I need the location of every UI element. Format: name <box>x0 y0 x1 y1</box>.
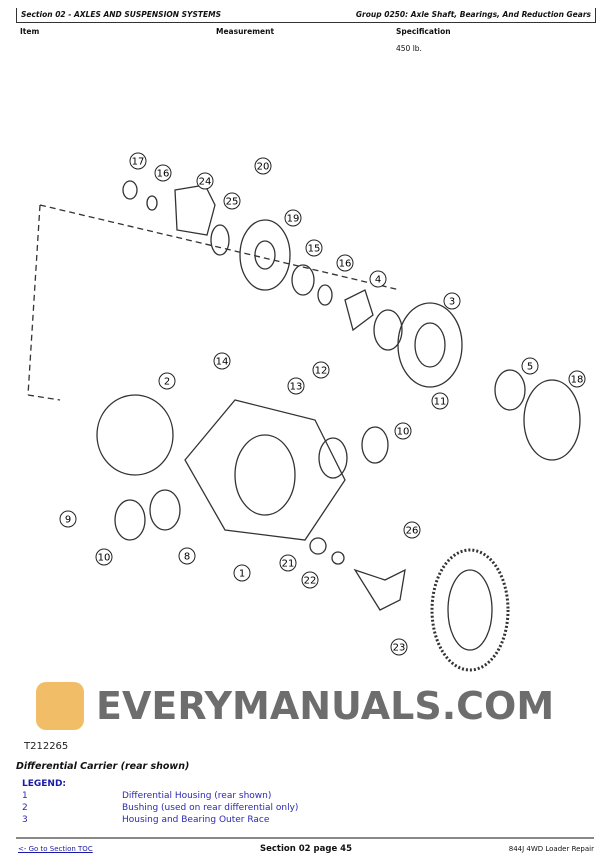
legend-desc: Housing and Bearing Outer Race <box>122 815 270 825</box>
watermark-logo <box>36 682 84 730</box>
legend-title: LEGEND: <box>22 779 67 789</box>
differential-housing <box>184 399 346 541</box>
svg-text:5: 5 <box>527 362 533 373</box>
cover-part <box>239 219 291 291</box>
svg-text:16: 16 <box>339 259 352 270</box>
svg-text:10: 10 <box>98 553 111 564</box>
figure-id: T212265 <box>24 741 69 752</box>
callout-5: 5 <box>521 357 539 375</box>
svg-text:8: 8 <box>184 552 190 563</box>
callout-10: 10 <box>95 548 113 566</box>
svg-text:16: 16 <box>157 169 170 180</box>
seal-part <box>122 180 138 200</box>
col-item: Item <box>20 27 40 36</box>
gasket-part <box>523 379 581 461</box>
svg-text:1: 1 <box>239 569 245 580</box>
callout-12: 12 <box>312 361 330 379</box>
section-title: Section 02 - AXLES AND SUSPENSION SYSTEM… <box>21 10 221 19</box>
document-title: 844J 4WD Loader Repair <box>508 845 594 853</box>
svg-text:3: 3 <box>449 297 455 308</box>
section-toc-link[interactable]: <- Go to Section TOC <box>18 845 93 853</box>
legend-row: 2 Bushing (used on rear differential only… <box>22 803 298 813</box>
svg-text:4: 4 <box>375 275 381 286</box>
svg-text:19: 19 <box>287 214 300 225</box>
page-number: Section 02 page 45 <box>260 844 352 854</box>
legend-row: 1 Differential Housing (rear shown) <box>22 791 271 801</box>
callout-21: 21 <box>279 554 297 572</box>
svg-text:17: 17 <box>132 157 145 168</box>
group-title: Group 0250: Axle Shaft, Bearings, And Re… <box>355 10 591 19</box>
callout-24: 24 <box>196 172 214 190</box>
svg-text:12: 12 <box>315 366 328 377</box>
callout-2: 2 <box>158 372 176 390</box>
svg-text:20: 20 <box>257 162 270 173</box>
svg-text:11: 11 <box>434 397 447 408</box>
callout-15: 15 <box>305 239 323 257</box>
callout-1: 1 <box>233 564 251 582</box>
callout-11: 11 <box>431 392 449 410</box>
callout-13: 13 <box>287 377 305 395</box>
svg-text:23: 23 <box>393 643 406 654</box>
page-header: Section 02 - AXLES AND SUSPENSION SYSTEM… <box>16 8 596 23</box>
callout-16: 16 <box>154 164 172 182</box>
housing-part <box>397 302 463 388</box>
callout-23: 23 <box>390 638 408 656</box>
callout-22: 22 <box>301 571 319 589</box>
svg-text:21: 21 <box>282 559 295 570</box>
svg-text:22: 22 <box>304 576 317 587</box>
callout-18: 18 <box>568 370 586 388</box>
callout-4: 4 <box>369 270 387 288</box>
footer-divider <box>16 837 594 839</box>
spec-value: 450 lb. <box>396 44 422 53</box>
callout-25: 25 <box>223 192 241 210</box>
yoke-part <box>174 184 216 236</box>
svg-text:14: 14 <box>216 357 229 368</box>
legend-num: 3 <box>22 815 28 825</box>
callout-8: 8 <box>178 547 196 565</box>
callout-9: 9 <box>59 510 77 528</box>
watermark-text: EVERYMANUALS.COM <box>96 684 555 728</box>
bushing-part <box>96 394 174 476</box>
col-specification: Specification <box>396 27 451 36</box>
callout-10: 10 <box>394 422 412 440</box>
svg-text:9: 9 <box>65 515 71 526</box>
callout-3: 3 <box>443 292 461 310</box>
figure-caption: Differential Carrier (rear shown) <box>16 761 190 772</box>
legend-row: 3 Housing and Bearing Outer Race <box>22 815 269 825</box>
ring-gear <box>430 548 510 672</box>
svg-text:10: 10 <box>397 427 410 438</box>
callout-17: 17 <box>129 152 147 170</box>
callout-20: 20 <box>254 157 272 175</box>
callout-19: 19 <box>284 209 302 227</box>
callout-14: 14 <box>213 352 231 370</box>
legend-desc: Bushing (used on rear differential only) <box>122 803 299 813</box>
svg-text:26: 26 <box>406 526 419 537</box>
pinion-part <box>353 568 406 611</box>
dashed-outline <box>27 204 401 401</box>
col-measurement: Measurement <box>216 27 275 36</box>
legend-desc: Differential Housing (rear shown) <box>122 791 272 801</box>
legend-num: 1 <box>22 791 28 801</box>
svg-text:15: 15 <box>308 244 321 255</box>
svg-text:18: 18 <box>571 375 584 386</box>
callout-16: 16 <box>336 254 354 272</box>
callout-26: 26 <box>403 521 421 539</box>
svg-text:13: 13 <box>290 382 303 393</box>
svg-text:24: 24 <box>199 177 212 188</box>
svg-text:25: 25 <box>226 197 239 208</box>
svg-text:2: 2 <box>164 377 170 388</box>
legend-num: 2 <box>22 803 28 813</box>
